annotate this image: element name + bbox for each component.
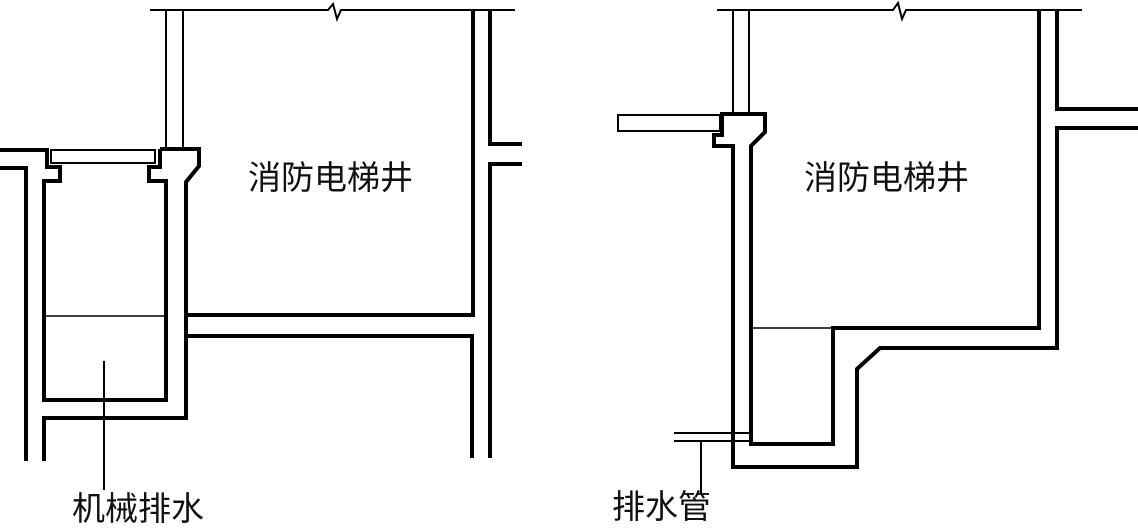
shaft-inner-wall — [186, 10, 475, 317]
right-shaft-label: 消防电梯井 — [804, 158, 969, 197]
left-diagram — [0, 1, 522, 490]
pit-outer-wall — [42, 147, 201, 461]
shaft-outer-wall-lower — [488, 162, 522, 458]
right-diagram — [617, 0, 1138, 494]
pit-inner-wall — [0, 148, 168, 402]
left-shaft-label: 消防电梯井 — [248, 158, 413, 197]
left-outer-wall — [0, 166, 28, 461]
floor-slab — [617, 114, 721, 132]
floor-slab-lower — [186, 334, 474, 458]
shaft-outer-wall-upper — [1055, 10, 1138, 111]
left-callout-label: 机械排水 — [72, 489, 204, 528]
shaft-outer-wall-upper — [488, 10, 522, 146]
top-break-line — [150, 1, 515, 22]
right-callout-label: 排水管 — [612, 487, 711, 526]
pit-cover-plate — [50, 149, 156, 164]
shaft-outer-wall-lower — [712, 10, 1138, 469]
top-break-line — [717, 0, 1082, 23]
